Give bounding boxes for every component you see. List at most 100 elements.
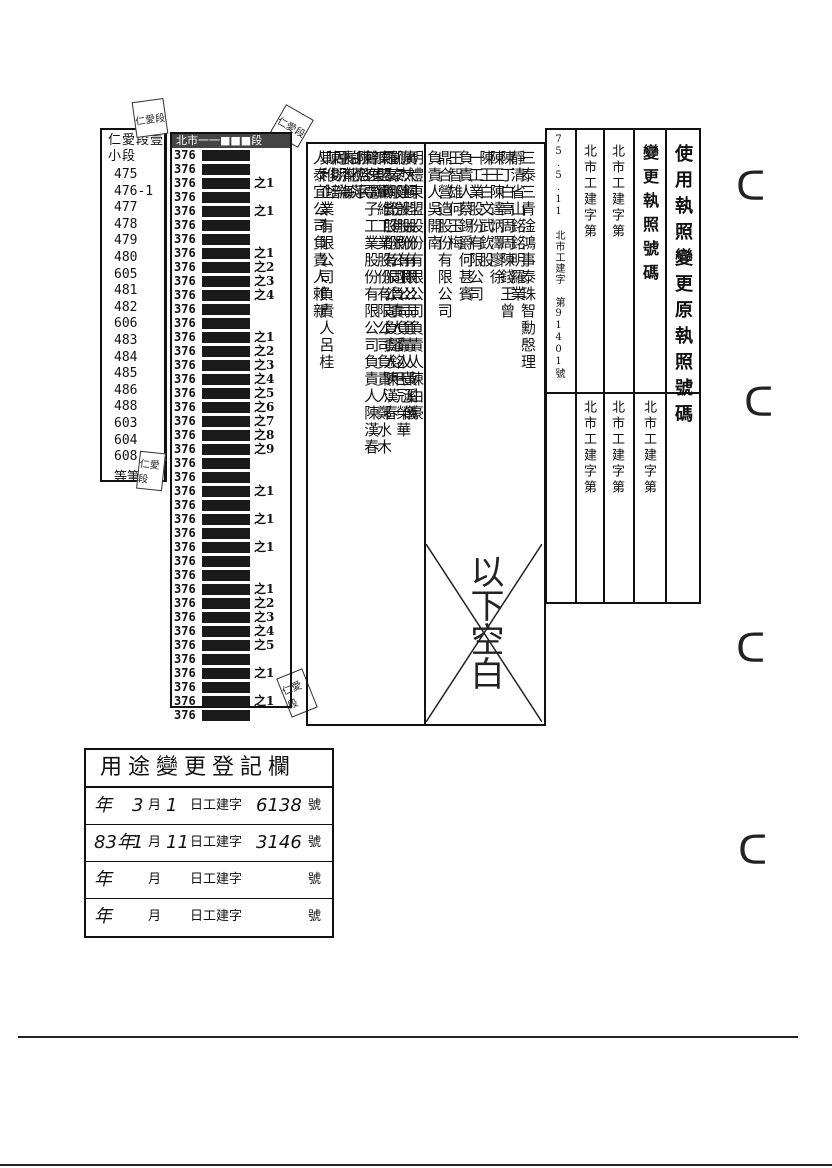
redaction-bar xyxy=(202,430,250,441)
usage-end: 號 xyxy=(308,909,322,924)
binder-hole-mark: ᑕ xyxy=(738,828,768,874)
usage-label: 日工建字 xyxy=(190,909,243,924)
redaction-bar xyxy=(202,206,250,217)
redaction-bar xyxy=(202,346,250,357)
lot-row-number: 376 xyxy=(174,582,196,596)
permit-cell: 北市工建字第 xyxy=(581,144,596,240)
redaction-bar xyxy=(202,542,250,553)
permit-cell: 北市工建字第 xyxy=(581,400,596,496)
lot-list-header: 仁愛段壹小段 xyxy=(108,133,165,164)
permit-stamp: 75.5.11 北市工建字 第91401號 xyxy=(553,134,564,379)
usage-d: 11 xyxy=(166,832,189,853)
redaction-bar xyxy=(202,640,250,651)
usage-m: 3 xyxy=(132,795,144,816)
owner-column: 柏化焱 xyxy=(343,150,361,201)
lot-row: 376 xyxy=(172,456,290,470)
usage-label: 日工建字 xyxy=(190,835,243,850)
redaction-bar xyxy=(202,500,250,511)
owner-column: 郭東輝 xyxy=(368,150,387,201)
redaction-bar xyxy=(202,234,250,245)
cross-lines xyxy=(425,543,543,723)
lot-list-tail: 等筆 xyxy=(114,469,141,485)
blank-below-text: 以下空白 xyxy=(464,554,504,690)
binder-hole-mark: ᑕ xyxy=(736,626,766,672)
owner-column: 其利企業有限公司負責人呂桂 xyxy=(317,150,336,371)
permit-number-table: 使用執照變更原執照號碼 變更執照號碼 北市工建字第 北市工建字第 北市工建字第 … xyxy=(545,128,701,604)
lot-row-suffix: 之1 xyxy=(254,246,275,260)
usage-month-label: 月 xyxy=(148,872,162,887)
lot-row-suffix: 之9 xyxy=(254,442,275,456)
lot-row: 376 xyxy=(172,652,290,666)
page-bottom-rule xyxy=(0,1164,832,1166)
owner-column: 陳俊培 xyxy=(323,150,342,201)
lot-row: 376 之1 xyxy=(172,582,290,596)
lot-row-number: 376 xyxy=(174,484,196,498)
redaction-bar xyxy=(202,402,250,413)
redaction-bar xyxy=(202,626,250,637)
lot-row-suffix: 之3 xyxy=(254,610,275,624)
lot-row-suffix: 之6 xyxy=(254,400,275,414)
lot-row: 376 xyxy=(172,302,290,316)
usage-prefix: 83年 xyxy=(94,832,135,853)
owners-divider xyxy=(424,144,426,724)
usage-end: 號 xyxy=(308,798,322,813)
lot-row-suffix: 之1 xyxy=(254,694,275,708)
owner-column: 東盟纖維工業股份有限公司負責人鄭水木 xyxy=(375,150,393,456)
redaction-bar xyxy=(202,570,250,581)
lot-row-suffix: 之1 xyxy=(254,540,275,554)
lot-row-number: 376 xyxy=(174,246,196,260)
lot-row-number: 376 xyxy=(174,708,196,722)
lot-row-number: 376 xyxy=(174,148,196,162)
lot-row-suffix: 之7 xyxy=(254,414,275,428)
lot-row-number: 376 xyxy=(174,316,196,330)
redaction-bar xyxy=(202,584,250,595)
usage-label: 日工建字 xyxy=(190,872,243,887)
lot-row-number: 376 xyxy=(174,204,196,218)
redaction-bar xyxy=(202,598,250,609)
lot-row-number: 376 xyxy=(174,540,196,554)
lot-row-number: 376 xyxy=(174,596,196,610)
lot-row: 376 xyxy=(172,218,290,232)
owner-column: 王智雄何玉梅 xyxy=(446,150,465,252)
lot-row-number: 376 xyxy=(174,372,196,386)
redaction-bar xyxy=(202,528,250,539)
lot-row: 376 xyxy=(172,568,290,582)
usage-entry-row: 年月日工建字號 xyxy=(86,862,332,899)
redaction-bar xyxy=(202,192,250,203)
lot-row-suffix: 之1 xyxy=(254,512,275,526)
lot-row: 376 xyxy=(172,148,290,162)
redaction-bar xyxy=(202,164,250,175)
lot-number: 488 xyxy=(114,399,138,415)
lot-row-suffix: 之1 xyxy=(254,582,275,596)
lot-row: 376 之3 xyxy=(172,610,290,624)
owner-column: 聲逸電子工業股份有限公司負責人陳漢春 xyxy=(362,150,381,456)
redaction-bar xyxy=(202,514,250,525)
lot-row-number: 376 xyxy=(174,610,196,624)
lot-row: 376 xyxy=(172,232,290,246)
lot-row-suffix: 之5 xyxy=(254,386,275,400)
lot-row: 376 xyxy=(172,708,290,722)
lot-row-suffix: 之2 xyxy=(254,596,275,610)
usage-no: 6138 xyxy=(256,795,302,816)
lot-row-number: 376 xyxy=(174,554,196,568)
lot-column-header: 北市一一■■■段 xyxy=(172,134,290,148)
lot-row-number: 376 xyxy=(174,526,196,540)
redaction-bar xyxy=(202,304,250,315)
owner-column: 一工業股份有限公司 xyxy=(467,150,485,303)
owner-column: 靜清省山銘銘明羅業 xyxy=(508,150,527,303)
lot-row-number: 376 xyxy=(174,190,196,204)
binder-hole-mark: ᑕ xyxy=(736,164,766,210)
redaction-bar xyxy=(202,486,250,497)
